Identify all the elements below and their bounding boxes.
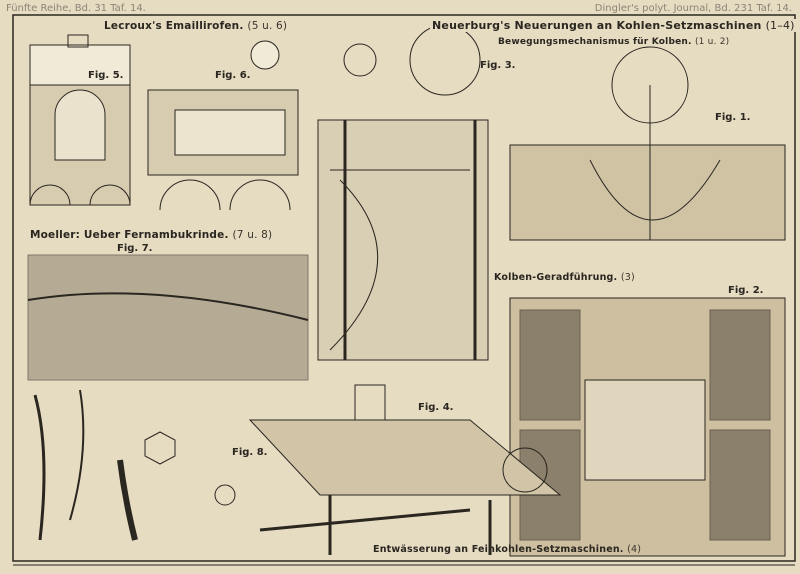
fig1-piston-mechanism [509, 46, 786, 241]
title-entwaesserung: Entwässerung an Feinkohlen-Setzmaschinen… [373, 544, 642, 555]
title-neuerburg: Neuerburg's Neuerungen an Kohlen-Setzmas… [430, 19, 797, 32]
fig6-oven-section [147, 40, 299, 211]
fig1-label: Fig. 1. [715, 112, 751, 123]
fig5-label: Fig. 5. [88, 70, 124, 81]
fig2-plan-view [509, 297, 786, 557]
fig8-bark-elements [33, 389, 236, 541]
title-lecroux: Lecroux's Emaillirofen. (5 u. 6) [104, 20, 288, 32]
fig3-label: Fig. 3. [480, 60, 516, 71]
title-bewegung: Bewegungsmechanismus für Kolben. (1 u. 2… [498, 37, 730, 47]
fig6-label: Fig. 6. [215, 70, 251, 81]
fig7-bark-section [27, 254, 309, 381]
plate-border [12, 14, 796, 562]
fig4-dewatering-machine [248, 384, 562, 555]
fig7-label: Fig. 7. [117, 243, 153, 254]
title-kolben: Kolben-Geradführung. (3) [494, 272, 635, 283]
fig3-piston-guide [317, 24, 489, 361]
fig2-label: Fig. 2. [728, 285, 764, 296]
plate-header-left: Fünfte Reihe, Bd. 31 Taf. 14. [6, 3, 146, 14]
fig5-oven-drawing [29, 34, 131, 206]
fig8-label: Fig. 8. [232, 447, 268, 458]
plate-header-right: Dingler's polyt. Journal, Bd. 231 Taf. 1… [594, 3, 792, 14]
fig4-label: Fig. 4. [418, 402, 454, 413]
title-moeller: Moeller: Ueber Fernambukrinde. (7 u. 8) [30, 229, 273, 241]
title-neuerburg-ref: (1–4) [765, 19, 795, 32]
